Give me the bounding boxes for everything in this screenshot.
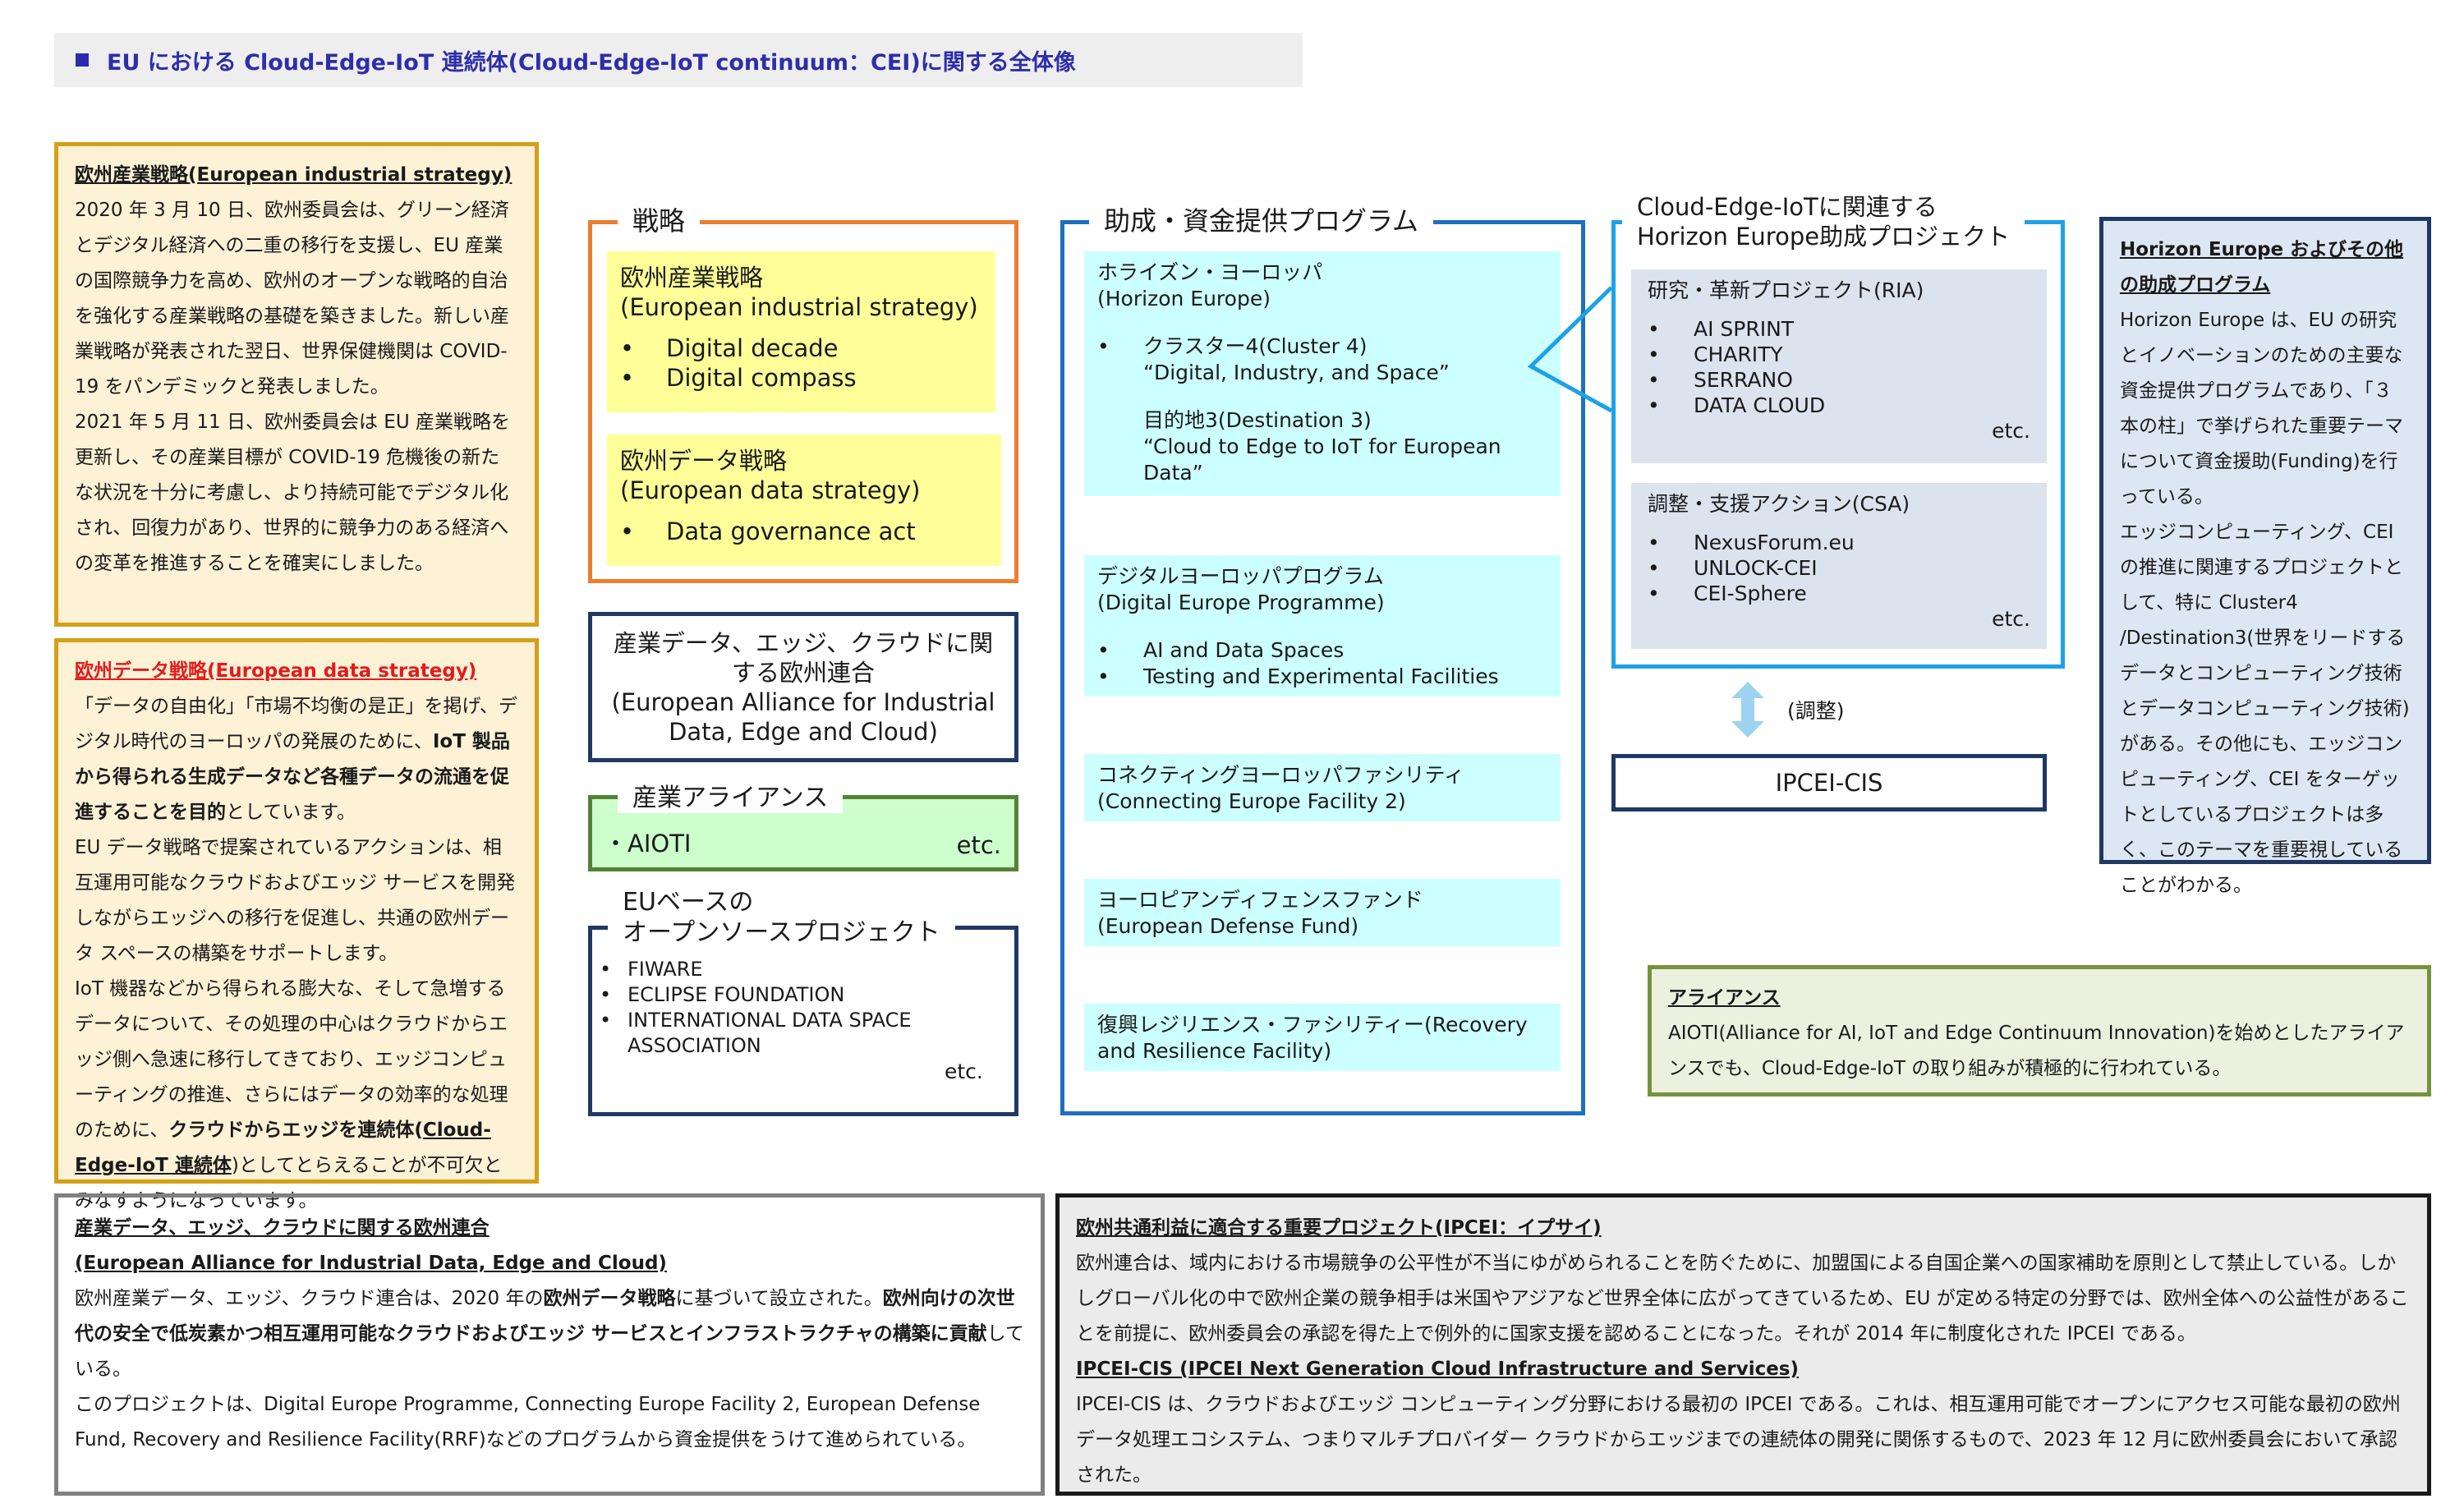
list-item: AI and Data Spaces <box>1097 637 1547 664</box>
edf-box: ヨーロピアンディフェンスファンド (European Defense Fund) <box>1084 879 1561 946</box>
square-bullet-icon <box>76 53 89 67</box>
horizon-title: ホライズン・ヨーロッパ <box>1097 260 1323 284</box>
bottom-alliance-p1: 欧州産業データ、エッジ、クラウド連合は、2020 年の欧州データ戦略に基づいて設… <box>75 1288 1024 1380</box>
alliance-note-body: AIOTI(Alliance for AI, IoT and Edge Cont… <box>1668 1023 2405 1079</box>
csa-title: 調整・支援アクション(CSA) <box>1648 492 1910 516</box>
cluster-label: クラスター4(Cluster 4) <box>1143 334 1368 358</box>
industrial-strategy-panel: 欧州産業戦略(European industrial strategy) 202… <box>54 142 539 627</box>
funding-label: 助成・資金提供プログラム <box>1089 200 1434 238</box>
strategy-frame <box>588 220 1018 583</box>
industry-alliance-label: 産業アライアンス <box>618 777 844 813</box>
bottom-alliance-panel: 産業データ、エッジ、クラウドに関する欧州連合 (European Allianc… <box>54 1193 1045 1496</box>
destination-label: 目的地3(Destination 3) <box>1143 408 1372 432</box>
cef-en: (Connecting Europe Facility 2) <box>1097 789 1406 813</box>
digital-europe-box: デジタルヨーロッパプログラム (Digital Europe Programme… <box>1084 555 1561 697</box>
list-item: ECLIPSE FOUNDATION <box>600 982 1009 1008</box>
page-title: EU における Cloud-Edge-IoT 連続体(Cloud-Edge-Io… <box>107 49 1076 76</box>
rrf-text: 復興レジリエンス・ファシリティー(Recovery and Resilience… <box>1097 1013 1528 1063</box>
horizon-en: (Horizon Europe) <box>1097 287 1271 310</box>
oss-list: FIWARE ECLIPSE FOUNDATION INTERNATIONAL … <box>600 957 1009 1059</box>
data-strategy-p2: EU データ戦略で提案されているアクションは、相互運用可能なクラウドおよびエッジ… <box>75 837 516 964</box>
industrial-strategy-body: 2020 年 3 月 10 日、欧州委員会は、グリーン経済とデジタル経済への二重… <box>75 200 510 574</box>
cef-box: コネクティングヨーロッパファシリティ (Connecting Europe Fa… <box>1084 754 1561 821</box>
data-strategy-panel: 欧州データ戦略(European data strategy) 「データの自由化… <box>54 638 539 1211</box>
list-item: クラスター4(Cluster 4) “Digital, Industry, and… <box>1097 333 1547 386</box>
european-alliance-box: 産業データ、エッジ、クラウドに関する欧州連合 (European Allianc… <box>588 612 1018 762</box>
industrial-strategy-items: Digital decade Digital compass <box>620 333 982 393</box>
list-item: UNLOCK-CEI <box>1648 555 2030 581</box>
industry-alliance-item: ・AIOTI <box>604 830 692 857</box>
rrf-box: 復興レジリエンス・ファシリティー(Recovery and Resilience… <box>1084 1004 1561 1071</box>
list-item: AI SPRINT <box>1648 316 2030 342</box>
data-strategy-box-name: 欧州データ戦略 <box>620 447 788 475</box>
csa-box: 調整・支援アクション(CSA) NexusForum.eu UNLOCK-CEI… <box>1631 483 2047 649</box>
list-item: Digital decade <box>620 333 982 363</box>
ria-box: 研究・革新プロジェクト(RIA) AI SPRINT CHARITY SERRA… <box>1631 269 2047 463</box>
coordination-label: (調整) <box>1787 699 1845 723</box>
data-strategy-p3: IoT 機器などから得られる膨大な、そして急増するデータについて、その処理の中心… <box>75 978 508 1211</box>
cluster-en: “Digital, Industry, and Space” <box>1143 361 1450 384</box>
horizon-note-body: Horizon Europe は、EU の研究とイノベーションのための主要な資金… <box>2120 310 2410 896</box>
bottom-ipcei-heading-2: IPCEI-CIS (IPCEI Next Generation Cloud I… <box>1076 1359 1800 1380</box>
list-item: INTERNATIONAL DATA SPACE ASSOCIATION <box>600 1008 1009 1059</box>
data-strategy-heading: 欧州データ戦略(European data strategy) <box>75 660 477 682</box>
horizon-note-panel: Horizon Europe およびその他の助成プログラム Horizon Eu… <box>2099 217 2431 896</box>
list-item: SERRANO <box>1648 367 2030 393</box>
list-item: Testing and Experimental Facilities <box>1097 664 1547 690</box>
industrial-strategy-box: 欧州産業戦略 (European industrial strategy) Di… <box>607 251 995 412</box>
double-arrow-icon <box>1731 682 1764 738</box>
bottom-ipcei-body-1: 欧州連合は、域内における市場競争の公平性が不当にゆがめられることを防ぐために、加… <box>1076 1253 2409 1345</box>
alliance-note-heading: アライアンス <box>1668 987 1781 1009</box>
digital-europe-title: デジタルヨーロッパプログラム <box>1097 564 1384 588</box>
ria-items: AI SPRINT CHARITY SERRANO DATA CLOUD <box>1648 316 2030 418</box>
industrial-strategy-heading: 欧州産業戦略(European industrial strategy) <box>75 164 513 186</box>
ipcei-cis-label: IPCEI-CIS <box>1775 769 1883 797</box>
data-strategy-p1: 「データの自由化」「市場不均衡の是正」を掲げ、デジタル時代のヨーロッパの発展のた… <box>75 696 517 823</box>
horizon-note-heading: Horizon Europe およびその他の助成プログラム <box>2120 239 2404 296</box>
horizon-europe-box: ホライズン・ヨーロッパ (Horizon Europe) クラスター4(Clus… <box>1084 251 1561 496</box>
cef-title: コネクティングヨーロッパファシリティ <box>1097 763 1465 787</box>
edf-en: (European Defense Fund) <box>1097 914 1359 938</box>
digital-europe-items: AI and Data Spaces Testing and Experimen… <box>1097 637 1547 690</box>
ria-title: 研究・革新プロジェクト(RIA) <box>1648 278 1924 302</box>
bottom-ipcei-heading-1: 欧州共通利益に適合する重要プロジェクト(IPCEI：イプサイ) <box>1076 1217 1602 1239</box>
alliance-note-panel: アライアンス AIOTI(Alliance for AI, IoT and Ed… <box>1648 965 2431 1097</box>
data-strategy-items: Data governance act <box>620 517 988 546</box>
oss-label: EUベースの オープンソースプロジェクト <box>608 887 955 948</box>
cei-projects-label: Cloud-Edge-IoTに関連する Horizon Europe助成プロジェ… <box>1622 192 2025 251</box>
strategy-label: 戦略 <box>618 200 701 238</box>
bottom-ipcei-panel: 欧州共通利益に適合する重要プロジェクト(IPCEI：イプサイ) 欧州連合は、域内… <box>1055 1193 2431 1496</box>
csa-items: NexusForum.eu UNLOCK-CEI CEI-Sphere <box>1648 530 2030 606</box>
industrial-strategy-box-en: (European industrial strategy) <box>620 293 978 321</box>
bottom-ipcei-body-2: IPCEI-CIS は、クラウドおよびエッジ コンピューティング分野における最初… <box>1076 1394 2401 1486</box>
list-item: Data governance act <box>620 517 988 546</box>
destination-block: 目的地3(Destination 3) “Cloud to Edge to Io… <box>1097 407 1547 486</box>
ria-etc: etc. <box>1992 419 2030 443</box>
ipcei-cis-box: IPCEI-CIS <box>1611 754 2047 811</box>
bottom-alliance-heading-2: (European Alliance for Industrial Data, … <box>75 1253 667 1274</box>
list-item: Digital compass <box>620 363 982 393</box>
data-strategy-box-en: (European data strategy) <box>620 476 921 504</box>
data-strategy-box: 欧州データ戦略 (European data strategy) Data go… <box>607 434 1001 566</box>
destination-en: “Cloud to Edge to IoT for European Data” <box>1143 434 1501 485</box>
csa-etc: etc. <box>1992 607 2030 631</box>
bottom-alliance-heading-1: 産業データ、エッジ、クラウドに関する欧州連合 <box>75 1217 490 1239</box>
list-item: DATA CLOUD <box>1648 393 2030 418</box>
list-item: CEI-Sphere <box>1648 581 2030 606</box>
list-item: CHARITY <box>1648 342 2030 367</box>
list-item: FIWARE <box>600 957 1009 982</box>
industrial-strategy-box-name: 欧州産業戦略 <box>620 264 764 292</box>
industry-alliance-etc: etc. <box>956 831 1001 859</box>
edf-title: ヨーロピアンディフェンスファンド <box>1097 888 1423 912</box>
oss-etc: etc. <box>945 1060 983 1083</box>
horizon-connector <box>1527 286 1613 413</box>
european-alliance-text: 産業データ、エッジ、クラウドに関する欧州連合 (European Allianc… <box>611 628 995 746</box>
page-title-bar: EU における Cloud-Edge-IoT 連続体(Cloud-Edge-Io… <box>54 33 1303 87</box>
list-item: NexusForum.eu <box>1648 530 2030 555</box>
bottom-alliance-p2: このプロジェクトは、Digital Europe Programme, Conn… <box>75 1394 981 1451</box>
oss-items: FIWARE ECLIPSE FOUNDATION INTERNATIONAL … <box>600 957 1009 1059</box>
digital-europe-en: (Digital Europe Programme) <box>1097 591 1385 614</box>
horizon-items: クラスター4(Cluster 4) “Digital, Industry, and… <box>1097 333 1547 386</box>
